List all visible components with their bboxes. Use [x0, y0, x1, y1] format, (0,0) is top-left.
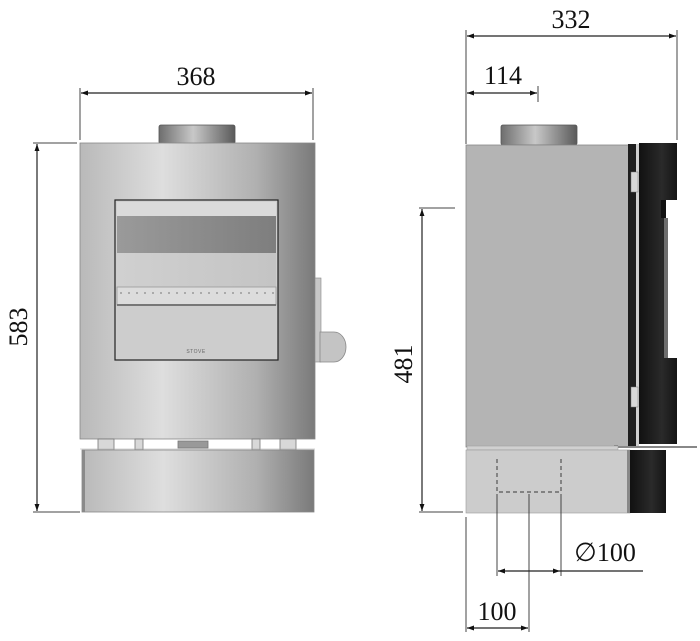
side-body [465, 144, 630, 448]
dim-label-flue-offset: 114 [484, 61, 522, 90]
dim-front-width: 368 [79, 62, 314, 140]
dim-front-height: 583 [4, 142, 80, 513]
door-handle-shaft [314, 277, 322, 363]
door-brand-text: STOVE [186, 349, 206, 355]
door-lower-panel [117, 306, 276, 358]
front-flue-collar [158, 124, 236, 145]
dim-label-height: 583 [4, 308, 33, 347]
side-base-rear [630, 450, 666, 513]
door-handle-knob [319, 331, 347, 363]
rear-outlet-hidden [496, 459, 562, 493]
dim-flue-offset: 114 [467, 61, 539, 102]
front-feet [97, 438, 297, 451]
dim-label-flue-height: 481 [389, 345, 418, 384]
dim-label-depth: 332 [552, 5, 591, 34]
door-glass-band [117, 216, 276, 253]
air-wash-strip [116, 286, 277, 306]
side-flue-collar [500, 124, 578, 146]
dim-outlet-diameter: ∅100 [496, 494, 643, 576]
side-base [465, 449, 631, 514]
side-door-profile [639, 143, 677, 444]
door-glass [117, 253, 276, 287]
dim-label-rear-offset: 100 [478, 597, 517, 626]
hinge-top [630, 171, 639, 193]
dim-side-depth: 332 [465, 5, 678, 144]
front-view: STOVE [79, 124, 347, 513]
dim-label-width: 368 [177, 62, 216, 91]
hinge-bottom [630, 386, 639, 408]
dim-rear-outlet-offset: 100 [465, 494, 530, 632]
dim-flue-height: 481 [389, 207, 463, 513]
side-view [465, 124, 697, 514]
dim-label-diameter: ∅100 [574, 538, 636, 567]
air-holes [120, 292, 274, 294]
door-top-strip [117, 202, 276, 216]
front-base [81, 449, 315, 513]
